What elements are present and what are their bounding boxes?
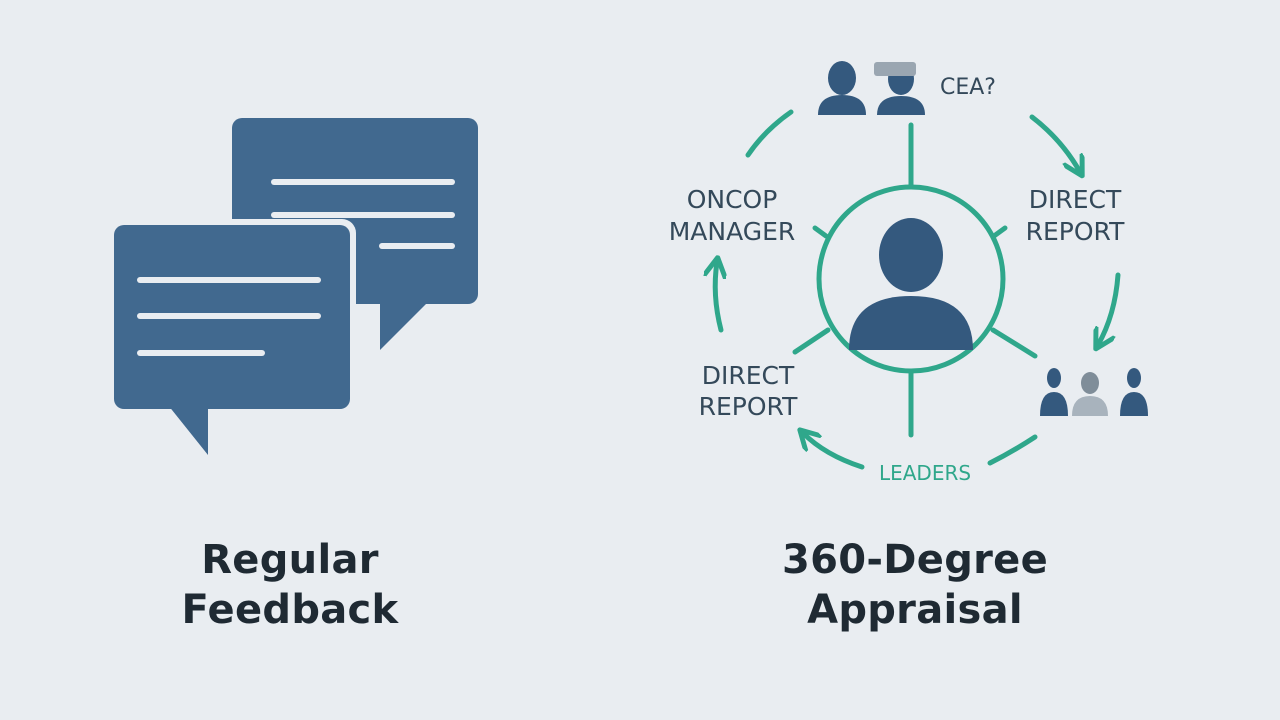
caption-right-line1: 360-Degree: [781, 537, 1049, 583]
appraisal-caption: 360-Degree Appraisal: [760, 535, 1070, 635]
regular-feedback-caption: Regular Feedback: [140, 535, 440, 635]
label-left-line1: ONCOP: [687, 185, 778, 214]
label-bottom: LEADERS: [879, 461, 971, 485]
label-bottom-left-line2: REPORT: [699, 392, 798, 421]
team-group-icon: [1040, 368, 1148, 416]
label-top: CEA?: [940, 75, 996, 100]
appraisal-diagram: CEA? ONCOP MANAGER DIRECT REPORT DIRECT …: [669, 61, 1148, 485]
label-left-line2: MANAGER: [669, 217, 796, 246]
label-right-line1: DIRECT: [1029, 185, 1122, 214]
caption-right-line2: Appraisal: [807, 587, 1023, 633]
caption-left-line2: Feedback: [181, 587, 399, 633]
center-ring: [816, 184, 1006, 374]
front-bubble: [108, 219, 356, 455]
caption-left-line1: Regular: [201, 537, 379, 583]
speech-bubbles-icon: [108, 118, 478, 455]
people-pair-icon: [818, 61, 925, 115]
person-icon: [849, 218, 973, 350]
label-right-line2: REPORT: [1026, 217, 1125, 246]
cycle-arrows: [715, 109, 1121, 470]
spokes: [792, 122, 1038, 438]
label-bottom-left-line1: DIRECT: [702, 361, 795, 390]
